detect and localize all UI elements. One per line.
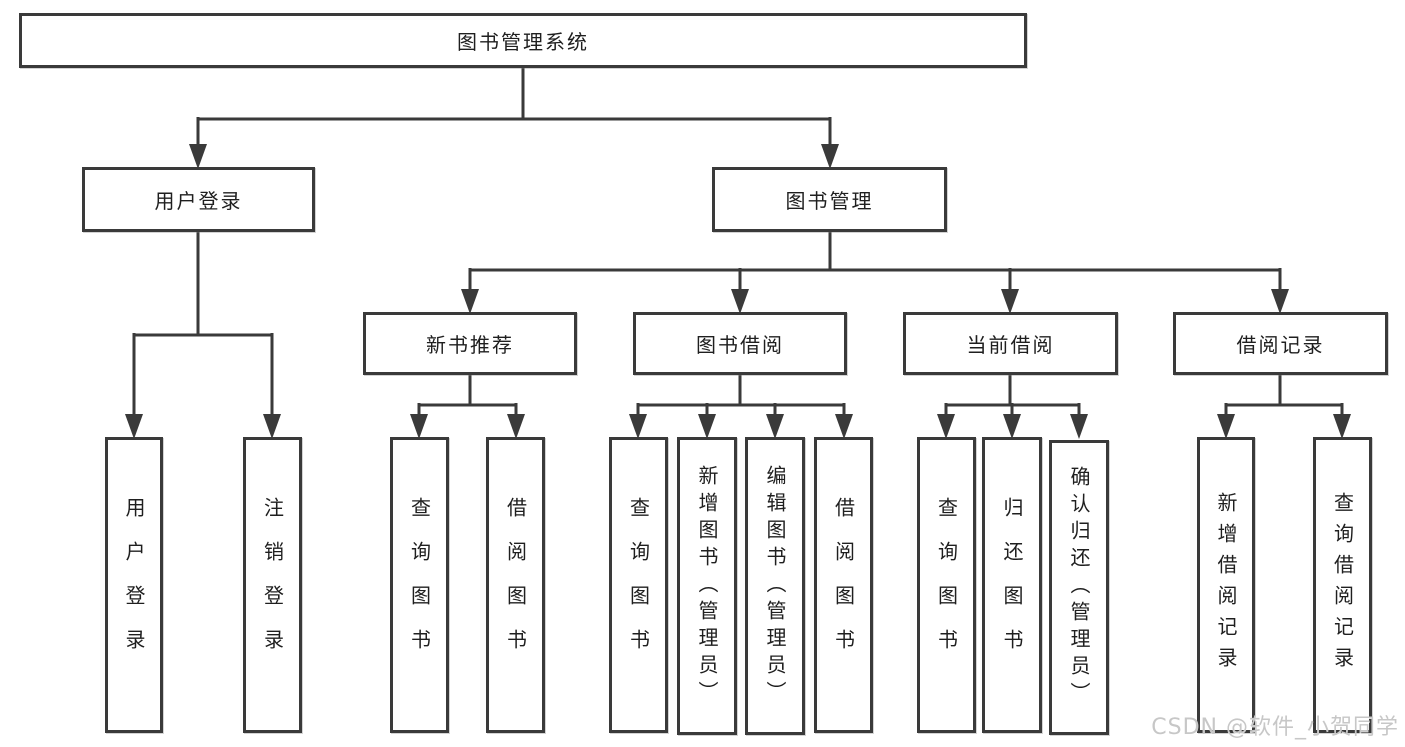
leaf-confirm-return-admin: 确认归还（管理员）	[1049, 440, 1109, 735]
arrowhead	[766, 414, 784, 439]
arrowhead	[1003, 414, 1021, 439]
arrowhead	[125, 414, 143, 439]
node-new-book-recommend: 新书推荐	[363, 312, 577, 375]
leaf-query-books-current: 查询图书	[917, 437, 976, 733]
node-borrow-records-label: 借阅记录	[1236, 333, 1325, 357]
leaf-add-borrow-record-label: 新增借阅记录	[1214, 492, 1238, 678]
leaf-query-books-current-label: 查询图书	[934, 497, 959, 673]
leaf-add-book-admin: 新增图书（管理员）	[677, 437, 737, 735]
leaf-add-book-admin-label: 新增图书（管理员）	[695, 464, 719, 708]
arrowhead	[629, 414, 647, 439]
arrowhead	[835, 414, 853, 439]
leaf-confirm-return-admin-label: 确认归还（管理员）	[1067, 466, 1091, 709]
connector-book-management	[468, 232, 1282, 291]
arrowhead	[1217, 414, 1235, 439]
arrowhead	[1333, 414, 1351, 439]
node-new-book-recommend-label: 新书推荐	[426, 333, 514, 357]
node-book-management: 图书管理	[712, 167, 947, 232]
connector-user-login	[132, 232, 274, 416]
leaf-user-login-label: 用户登录	[122, 497, 146, 673]
leaf-borrow-books-recommend: 借阅图书	[486, 437, 545, 733]
leaf-logout-label: 注销登录	[260, 497, 285, 673]
leaf-query-books-recommend: 查询图书	[390, 437, 449, 733]
leaf-borrow-books-recommend-label: 借阅图书	[503, 497, 528, 673]
arrowhead	[410, 414, 428, 439]
arrowhead	[1271, 289, 1289, 314]
arrowhead	[698, 414, 716, 439]
node-root-label: 图书管理系统	[457, 30, 589, 54]
leaf-query-borrow-record: 查询借阅记录	[1313, 437, 1372, 733]
arrowhead	[189, 144, 207, 169]
leaf-query-books-borrow-label: 查询图书	[626, 497, 651, 673]
node-book-borrow-label: 图书借阅	[696, 333, 784, 357]
leaf-query-books-borrow: 查询图书	[609, 437, 668, 733]
node-user-login: 用户登录	[82, 167, 315, 232]
node-book-borrow: 图书借阅	[633, 312, 847, 375]
arrowhead	[507, 414, 525, 439]
leaf-user-login: 用户登录	[105, 437, 163, 733]
leaf-return-books-label: 归还图书	[1000, 497, 1024, 673]
arrowhead	[461, 289, 479, 314]
arrowhead	[731, 289, 749, 314]
node-current-borrow-label: 当前借阅	[966, 333, 1055, 357]
node-borrow-records: 借阅记录	[1173, 312, 1388, 375]
leaf-edit-book-admin-label: 编辑图书（管理员）	[763, 464, 787, 708]
node-book-management-label: 图书管理	[785, 189, 874, 213]
watermark: CSDN @软件_小贺同学	[1151, 715, 1399, 740]
arrowhead	[821, 144, 839, 169]
connector-new-book-recommend	[417, 375, 518, 416]
node-root: 图书管理系统	[19, 13, 1027, 68]
leaf-logout: 注销登录	[243, 437, 302, 733]
leaf-borrow-books-borrow-label: 借阅图书	[831, 497, 856, 673]
leaf-return-books: 归还图书	[982, 437, 1042, 733]
connector-root	[196, 68, 832, 146]
node-current-borrow: 当前借阅	[903, 312, 1118, 375]
leaf-query-borrow-record-label: 查询借阅记录	[1330, 492, 1355, 678]
arrowhead	[937, 414, 955, 439]
arrowhead	[263, 414, 281, 439]
connector-current-borrow	[944, 375, 1081, 416]
leaf-edit-book-admin: 编辑图书（管理员）	[745, 437, 805, 735]
node-user-login-label: 用户登录	[154, 189, 243, 213]
arrowhead	[1070, 414, 1088, 439]
leaf-borrow-books-borrow: 借阅图书	[814, 437, 873, 733]
connector-borrow-records	[1224, 375, 1344, 416]
arrowhead	[1001, 289, 1019, 314]
leaf-query-books-recommend-label: 查询图书	[407, 497, 432, 673]
connector-book-borrow	[636, 375, 846, 416]
leaf-add-borrow-record: 新增借阅记录	[1197, 437, 1255, 733]
